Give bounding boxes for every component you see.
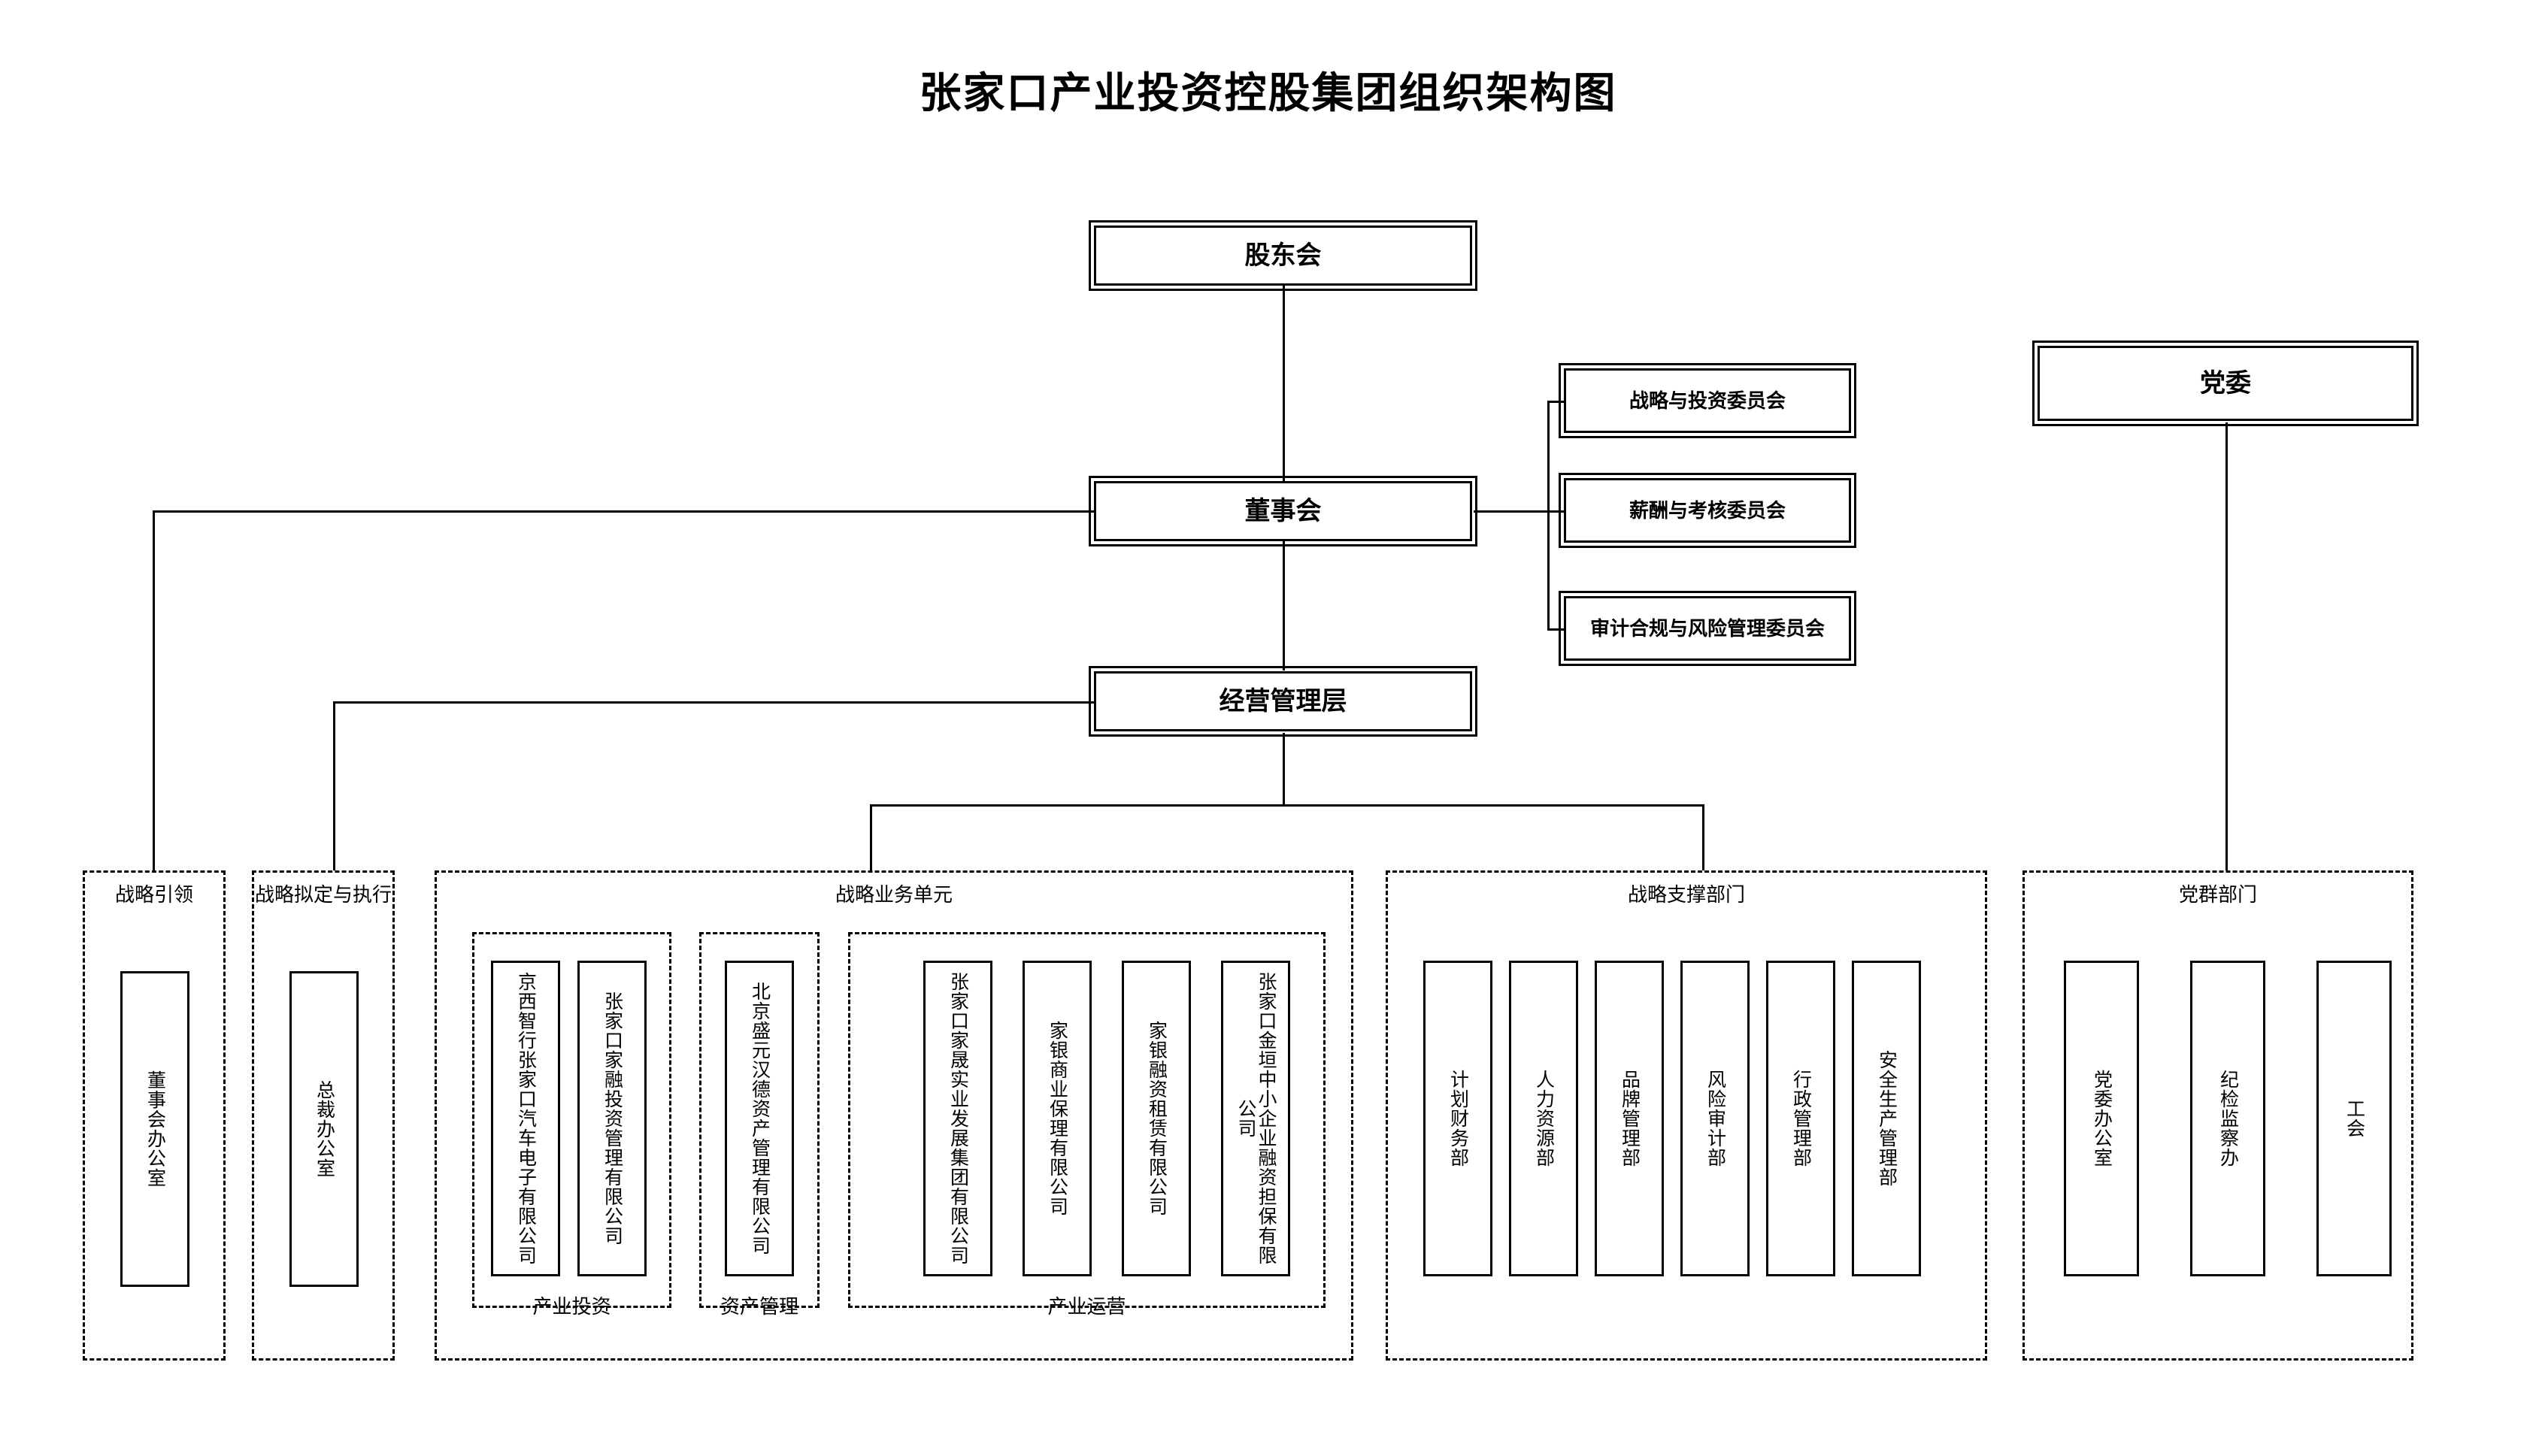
node-dept-risk-audit[interactable]: 风险审计部 [1680,961,1750,1276]
node-dept-party-office[interactable]: 党委办公室 [2064,961,2139,1276]
company-label: 张家口家融投资管理有限公司 [601,991,623,1246]
node-board-label: 董事会 [1244,496,1322,525]
connector-shareholders-board [1283,286,1285,483]
node-party-committee[interactable]: 党委 [2032,341,2419,426]
connector-committee-2 [1547,510,1564,513]
node-president-office[interactable]: 总裁办公室 [289,971,359,1287]
connector-board-management [1283,541,1285,670]
node-company-jiarong-investment[interactable]: 张家口家融投资管理有限公司 [577,961,647,1276]
group-strategy-lead [83,870,226,1361]
page-title: 张家口产业投资控股集团组织架构图 [919,69,1617,117]
node-dept-safety-production[interactable]: 安全生产管理部 [1852,961,1921,1276]
node-committee-compensation-assessment[interactable]: 薪酬与考核委员会 [1559,473,1856,548]
node-shareholders[interactable]: 股东会 [1089,220,1477,291]
node-company-jiasheng-industry[interactable]: 张家口家晟实业发展集团有限公司 [923,961,992,1276]
company-label: 家银融资租赁有限公司 [1146,1021,1168,1216]
node-management-label: 经营管理层 [1219,686,1347,716]
group-business-units-title: 战略业务单元 [835,883,953,906]
node-management[interactable]: 经营管理层 [1089,666,1477,737]
committee-label: 战略与投资委员会 [1629,389,1786,412]
company-label: 家银商业保理有限公司 [1047,1021,1068,1216]
connector-bus-to-business-units [870,804,872,870]
node-company-jiayin-factoring[interactable]: 家银商业保理有限公司 [1023,961,1092,1276]
dept-label: 人力资源部 [1533,1070,1555,1167]
node-shareholders-label: 股东会 [1244,241,1322,270]
connector-distribution-bus [870,804,1704,807]
node-dept-planning-finance[interactable]: 计划财务部 [1423,961,1492,1276]
subgroup-industrial-operation [848,932,1326,1308]
node-party-committee-label: 党委 [2200,368,2251,398]
group-party-mass-departments [2022,870,2413,1361]
dept-label: 风险审计部 [1704,1070,1726,1167]
node-president-office-label: 总裁办公室 [314,1080,335,1178]
dept-label: 计划财务部 [1447,1070,1469,1167]
connector-management-left-drop [333,701,335,870]
node-board-office-label: 董事会办公室 [144,1070,166,1188]
node-company-shengyuan-hande[interactable]: 北京盛元汉德资产管理有限公司 [725,961,794,1276]
dept-label: 品牌管理部 [1619,1070,1641,1167]
group-support-departments [1386,870,1987,1361]
company-label: 张家口家晟实业发展集团有限公司 [947,972,969,1265]
connector-party-to-party-mass [2225,422,2228,870]
connector-committee-3 [1547,628,1564,631]
group-business-units [435,870,1353,1361]
dept-label: 安全生产管理部 [1876,1050,1898,1187]
company-label: 北京盛元汉德资产管理有限公司 [749,982,771,1255]
committee-label: 审计合规与风险管理委员会 [1589,616,1825,640]
committee-label: 薪酬与考核委员会 [1629,498,1786,522]
node-dept-discipline-inspection[interactable]: 纪检监察办 [2190,961,2265,1276]
node-committee-strategy-investment[interactable]: 战略与投资委员会 [1559,363,1856,438]
group-support-departments-title: 战略支撑部门 [1627,883,1745,906]
dept-label: 党委办公室 [2091,1070,2113,1167]
connector-management-down [1283,733,1285,804]
dept-label: 行政管理部 [1790,1070,1812,1167]
connector-committee-1 [1547,401,1564,403]
company-label: 京西智行张家口汽车电子有限公司 [515,972,537,1265]
node-dept-administration[interactable]: 行政管理部 [1766,961,1835,1276]
connector-board-right-stub [1474,510,1549,513]
company-label: 张家口金垣中小企业融资担保有限公司 [1235,972,1277,1265]
connector-committee-spine [1547,401,1550,630]
connector-management-left [333,701,1094,704]
connector-board-left-drop [153,510,155,870]
node-committee-audit-risk[interactable]: 审计合规与风险管理委员会 [1559,591,1856,666]
group-strategy-exec-title: 战略拟定与执行 [254,883,392,906]
subgroup-industrial-investment [472,932,671,1308]
dept-label: 纪检监察办 [2217,1070,2239,1167]
node-dept-labor-union[interactable]: 工会 [2316,961,2392,1276]
node-board[interactable]: 董事会 [1089,476,1477,546]
group-party-mass-departments-title: 党群部门 [2178,883,2257,906]
group-strategy-lead-title: 战略引领 [114,883,193,906]
node-board-office[interactable]: 董事会办公室 [120,971,189,1287]
node-company-jiayin-leasing[interactable]: 家银融资租赁有限公司 [1122,961,1191,1276]
group-strategy-exec [252,870,395,1361]
node-company-jinyuan-guarantee[interactable]: 张家口金垣中小企业融资担保有限公司 [1221,961,1290,1276]
node-dept-human-resources[interactable]: 人力资源部 [1509,961,1578,1276]
connector-bus-to-support [1702,804,1704,870]
subgroup-asset-management [699,932,820,1308]
subgroup-industrial-operation-title: 产业运营 [1047,1295,1126,1318]
node-company-jingxi-zhixing[interactable]: 京西智行张家口汽车电子有限公司 [491,961,560,1276]
subgroup-asset-management-title: 资产管理 [720,1295,798,1318]
connector-board-left [153,510,1094,513]
node-dept-brand-management[interactable]: 品牌管理部 [1595,961,1664,1276]
dept-label: 工会 [2344,1099,2365,1138]
subgroup-industrial-investment-title: 产业投资 [532,1295,611,1318]
